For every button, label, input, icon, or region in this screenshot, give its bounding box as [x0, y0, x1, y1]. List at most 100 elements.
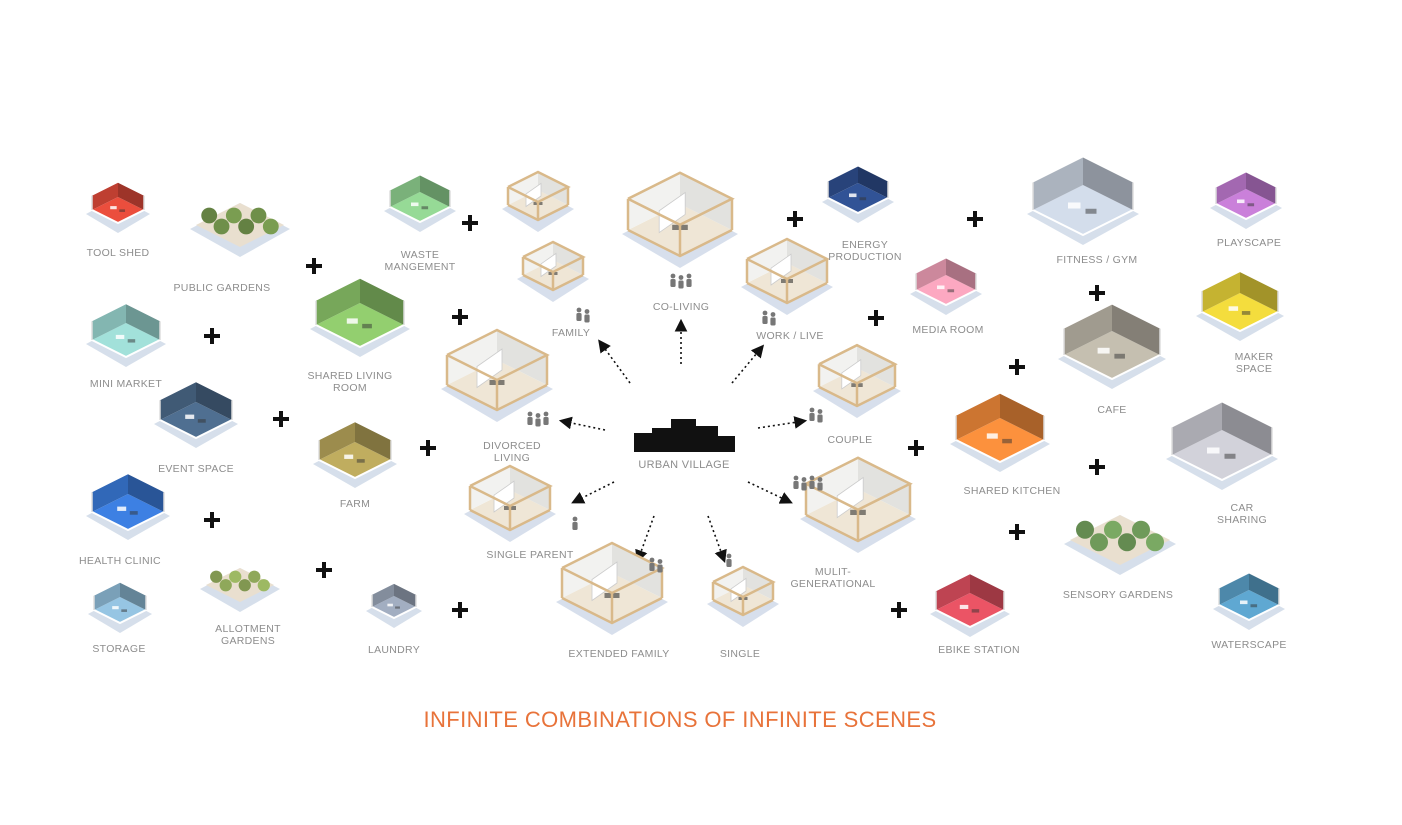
amenity-label-car-sharing: CAR SHARING [1217, 502, 1267, 526]
plus-icon [420, 440, 436, 456]
plus-icon [204, 512, 220, 528]
housing-label-co-living: CO-LIVING [652, 301, 710, 313]
amenity-label-ebike-station: EBIKE STATION [938, 644, 1020, 656]
center-label: URBAN VILLAGE [638, 459, 730, 471]
dotted-arrow [707, 515, 727, 564]
housing-label-single-parent: SINGLE PARENT [486, 549, 574, 561]
people-icon [670, 273, 676, 287]
plus-icon [967, 211, 983, 227]
footer-title: INFINITE COMBINATIONS OF INFINITE SCENES [423, 707, 937, 732]
divorced-living-module [441, 328, 553, 422]
allotment-gardens-scene [200, 568, 280, 612]
amenity-label-cafe: CAFE [1097, 404, 1127, 416]
people-icon [793, 475, 799, 489]
plus-icon [908, 440, 924, 456]
amenity-label-fitness-gym: FITNESS / GYM [1056, 254, 1138, 266]
amenity-label-shared-living-room: SHARED LIVING ROOM [307, 370, 393, 394]
people-icon [584, 309, 590, 323]
dotted-arrow [598, 339, 631, 384]
dotted-arrow [757, 416, 808, 429]
ebike-station-scene [930, 574, 1010, 637]
tool-shed-scene [86, 182, 150, 233]
amenity-label-sensory-gardens: SENSORY GARDENS [1062, 589, 1174, 601]
plus-icon [891, 602, 907, 618]
playscape-scene [1210, 172, 1282, 229]
people-icon [527, 411, 533, 425]
shared-living-room-scene [310, 278, 410, 357]
plus-icon [1009, 524, 1025, 540]
people-icon [817, 477, 823, 491]
sensory-gardens-scene [1064, 515, 1176, 575]
amenity-label-health-clinic: HEALTH CLINIC [79, 555, 161, 567]
plus-icon [204, 328, 220, 344]
housing-label-multi-generational: MULIT- GENERATIONAL [790, 566, 876, 590]
amenity-label-allotment-gardens: ALLOTMENT GARDENS [215, 623, 281, 647]
people-icon [770, 312, 776, 326]
plus-icon [462, 215, 478, 231]
amenity-label-energy-production: ENERGY PRODUCTION [828, 239, 902, 263]
farm-scene [313, 422, 397, 488]
amenity-label-mini-market: MINI MARKET [89, 378, 163, 390]
plus-icon [1089, 285, 1105, 301]
urban-village-icon [634, 419, 735, 452]
family-module [502, 170, 574, 232]
dotted-arrow [747, 481, 793, 504]
people-icon [817, 409, 823, 423]
scene-tiles [86, 157, 1285, 637]
plus-icon [1089, 459, 1105, 475]
plus-icon [1009, 359, 1025, 375]
plus-icon [452, 309, 468, 325]
people-icon [657, 559, 663, 573]
waterscape-scene [1213, 573, 1285, 630]
people-icon [801, 477, 807, 491]
single-parent-module [464, 464, 556, 542]
car-sharing-scene [1166, 402, 1278, 490]
plus-icon [273, 411, 289, 427]
public-gardens-scene [190, 203, 290, 257]
plus-icon [316, 562, 332, 578]
people-icon [726, 553, 732, 567]
people-icon [572, 516, 578, 530]
mini-market-scene [86, 304, 166, 367]
dotted-arrow [558, 416, 606, 431]
plus-icon [306, 258, 322, 274]
media-room-scene [910, 258, 982, 315]
housing-label-extended-family: EXTENDED FAMILY [568, 648, 670, 660]
amenity-label-storage: STORAGE [92, 643, 146, 655]
people-icon [809, 407, 815, 421]
extended-family-module [556, 541, 668, 635]
dotted-arrow [571, 481, 615, 504]
amenity-label-media-room: MEDIA ROOM [912, 324, 984, 336]
event-space-scene [154, 382, 238, 448]
amenity-label-public-gardens: PUBLIC GARDENS [173, 282, 271, 294]
family-module [517, 240, 589, 302]
people-icon [535, 413, 541, 427]
people-icon [678, 275, 684, 289]
energy-production-scene [822, 166, 894, 223]
multi-generational-module [800, 456, 916, 553]
amenity-label-waterscape: WATERSCAPE [1211, 639, 1287, 651]
plus-icon [868, 310, 884, 326]
people-icon [686, 273, 692, 287]
dotted-arrow [731, 344, 765, 384]
amenity-label-playscape: PLAYSCAPE [1216, 237, 1282, 249]
amenity-label-maker-space: MAKER SPACE [1234, 351, 1274, 375]
amenity-label-event-space: EVENT SPACE [158, 463, 234, 475]
couple-module [813, 343, 901, 418]
people-icon [543, 411, 549, 425]
plus-icon [452, 602, 468, 618]
single-module [707, 565, 779, 627]
dotted-arrow [635, 515, 655, 564]
amenity-label-laundry: LAUNDRY [367, 644, 421, 656]
people-icon [809, 475, 815, 489]
housing-label-divorced-living: DIVORCED LIVING [483, 440, 541, 464]
amenity-label-shared-kitchen: SHARED KITCHEN [963, 485, 1061, 497]
people-icon [649, 557, 655, 571]
people-icon [762, 310, 768, 324]
plus-icon [787, 211, 803, 227]
waste-management-scene [384, 175, 456, 232]
amenity-label-farm: FARM [339, 498, 371, 510]
storage-scene [88, 582, 152, 633]
